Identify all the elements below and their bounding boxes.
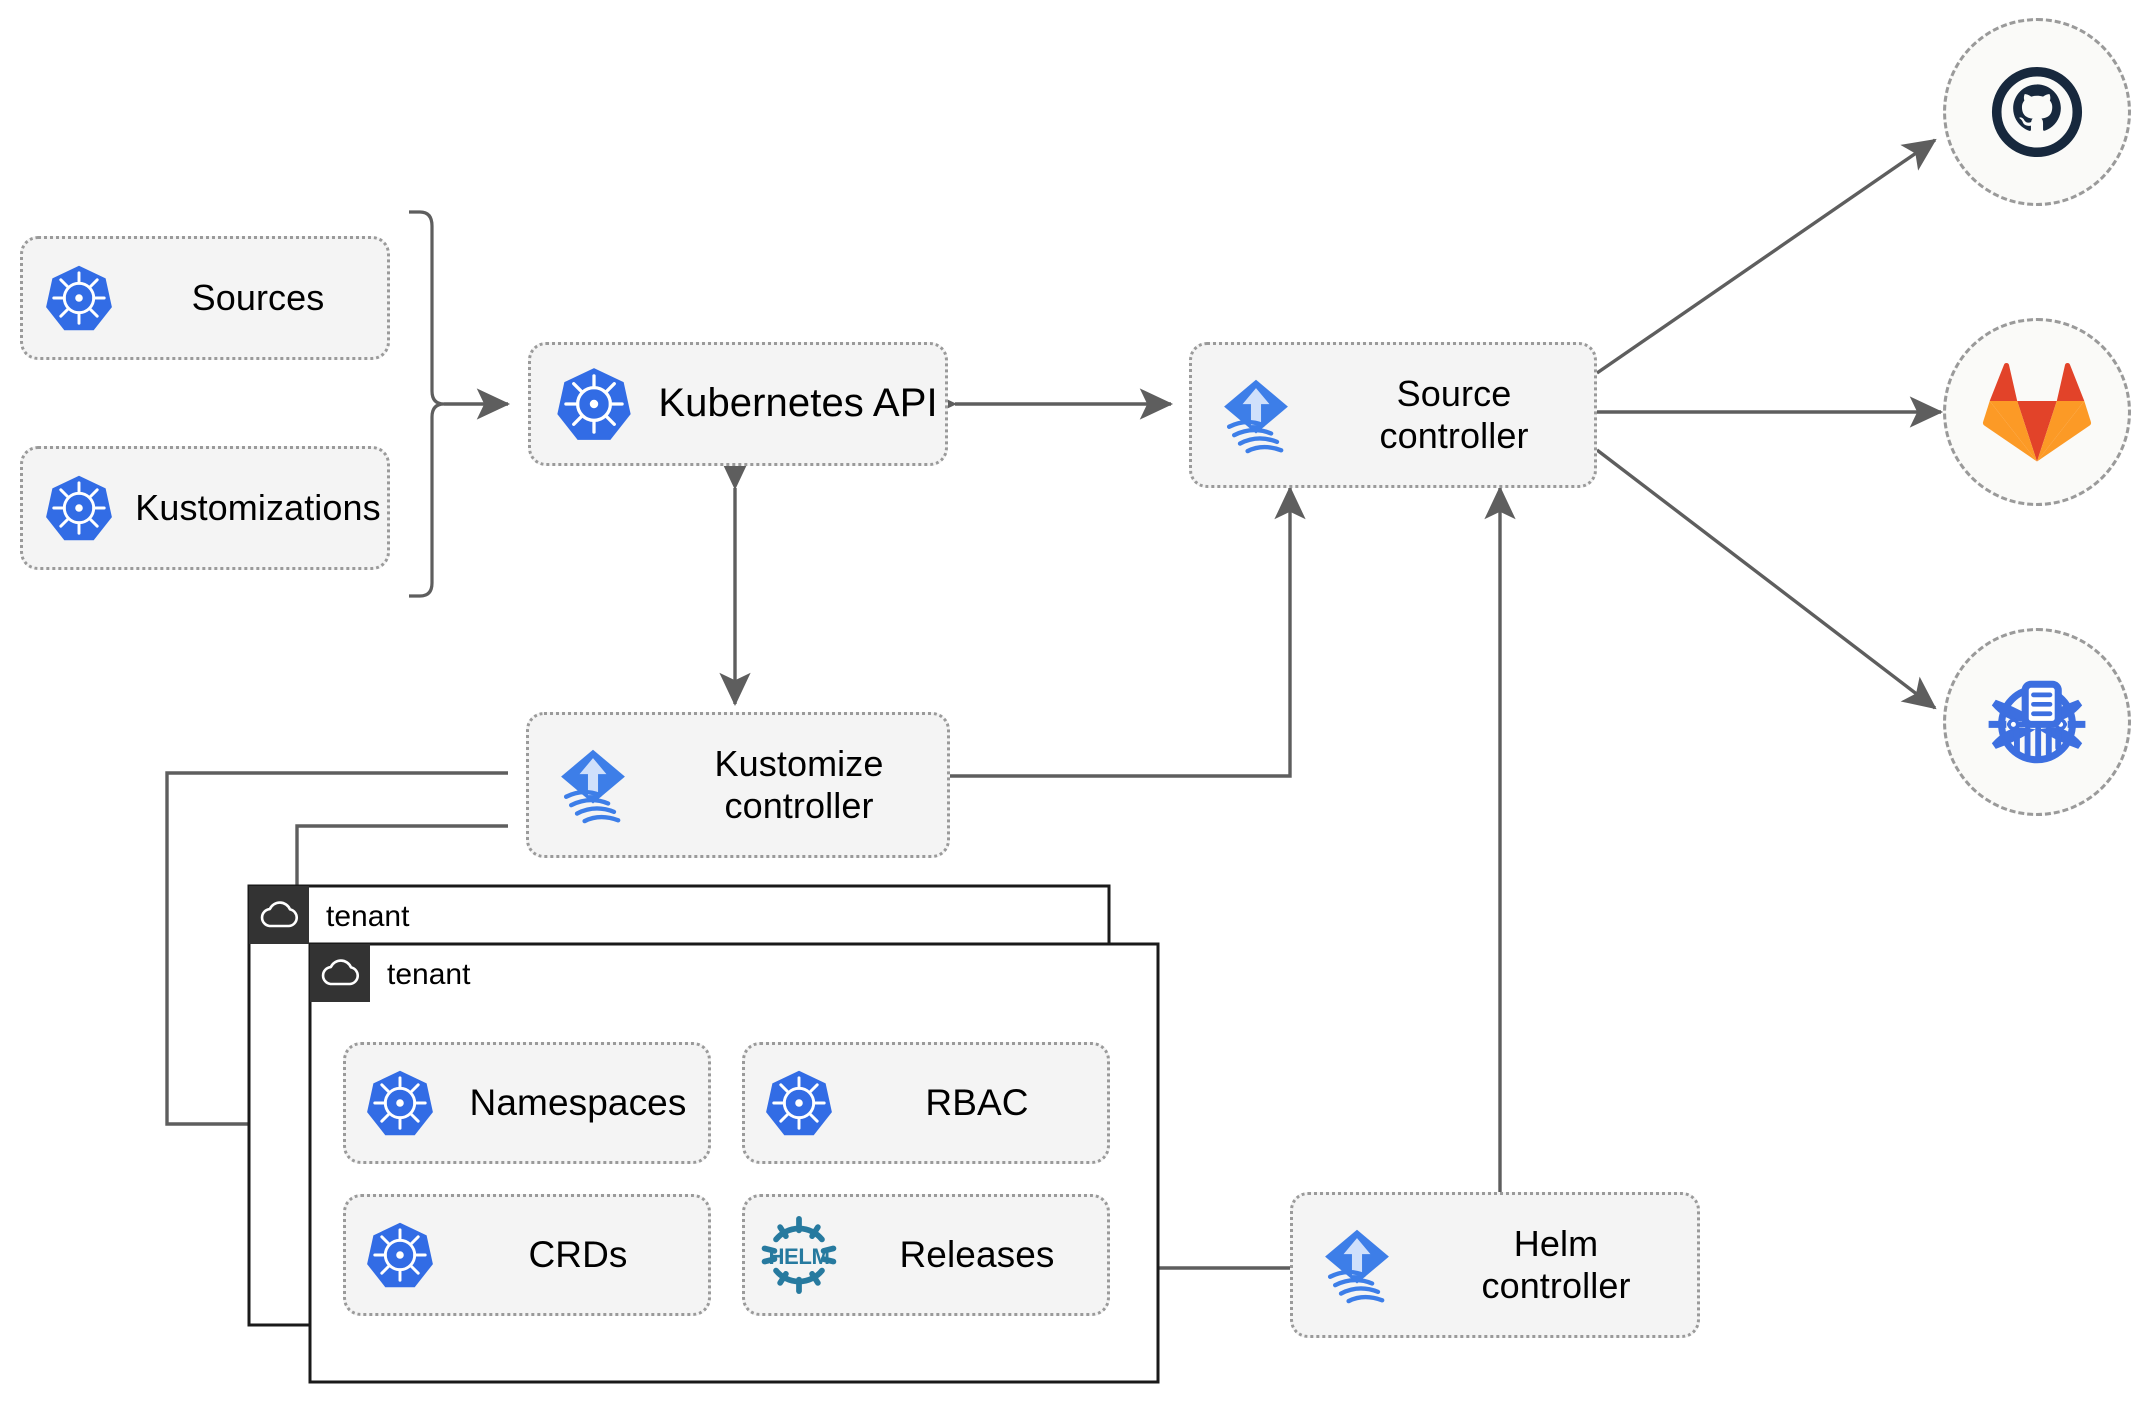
helm-icon: HELM: [745, 1214, 853, 1296]
endpoint-helm-repo[interactable]: [1943, 628, 2131, 816]
kubernetes-icon: [23, 473, 135, 543]
source-to-github-arrow: [1596, 138, 1937, 375]
node-label: Source controller: [1379, 372, 1529, 456]
kubernetes-icon: [23, 263, 135, 333]
endpoint-github[interactable]: [1943, 18, 2131, 206]
tenant-back-chip: [249, 886, 309, 944]
source-to-helmrepo-arrow: [1595, 448, 1937, 710]
tenant-resource-releases[interactable]: HELM Releases: [742, 1194, 1110, 1316]
node-label: Kubernetes API: [658, 381, 938, 426]
resource-kustomizations[interactable]: Kustomizations: [20, 446, 390, 570]
tenant-resource-crds[interactable]: CRDs: [343, 1194, 711, 1316]
tenant-resource-label: RBAC: [925, 1082, 1029, 1124]
svg-text:HELM: HELM: [768, 1244, 829, 1269]
helm-repo-icon: [1988, 680, 2086, 764]
kubernetes-icon: [346, 1220, 454, 1290]
endpoint-gitlab[interactable]: [1943, 318, 2131, 506]
tenant-resource-namespaces[interactable]: Namespaces: [343, 1042, 711, 1164]
node-label: Helm controller: [1481, 1222, 1631, 1306]
node-label: Kustomize controller: [714, 742, 884, 826]
node-kustomize-controller[interactable]: Kustomize controller: [526, 712, 950, 858]
tenant-resource-label: Namespaces: [469, 1082, 687, 1124]
resource-label: Sources: [191, 276, 325, 318]
kubernetes-icon: [531, 365, 657, 443]
cloud-icon: [321, 959, 359, 986]
flux-icon: [1293, 1223, 1421, 1307]
tenant-front-chip: [310, 944, 370, 1002]
cloud-icon: [260, 901, 298, 928]
flux-icon: [1192, 373, 1320, 457]
tenant-front-label: tenant: [387, 958, 471, 991]
tenant-back-label: tenant: [326, 900, 410, 933]
flux-icon: [529, 743, 657, 827]
tenant-resource-label: Releases: [899, 1234, 1055, 1276]
gitlab-icon: [1982, 362, 2092, 462]
tenant-resource-rbac[interactable]: RBAC: [742, 1042, 1110, 1164]
node-source-controller[interactable]: Source controller: [1189, 342, 1597, 488]
resource-sources[interactable]: Sources: [20, 236, 390, 360]
github-icon: [1991, 66, 2083, 158]
kustomize-to-tenant-back-arrow: [165, 771, 508, 1140]
node-kubernetes-api[interactable]: Kubernetes API: [528, 342, 948, 466]
resource-label: Kustomizations: [135, 486, 381, 528]
node-helm-controller[interactable]: Helm controller: [1290, 1192, 1700, 1338]
kubernetes-icon: [745, 1068, 853, 1138]
tenant-resource-label: CRDs: [528, 1234, 628, 1276]
kustomize-to-source-arrow: [949, 485, 1306, 778]
kubernetes-icon: [346, 1068, 454, 1138]
